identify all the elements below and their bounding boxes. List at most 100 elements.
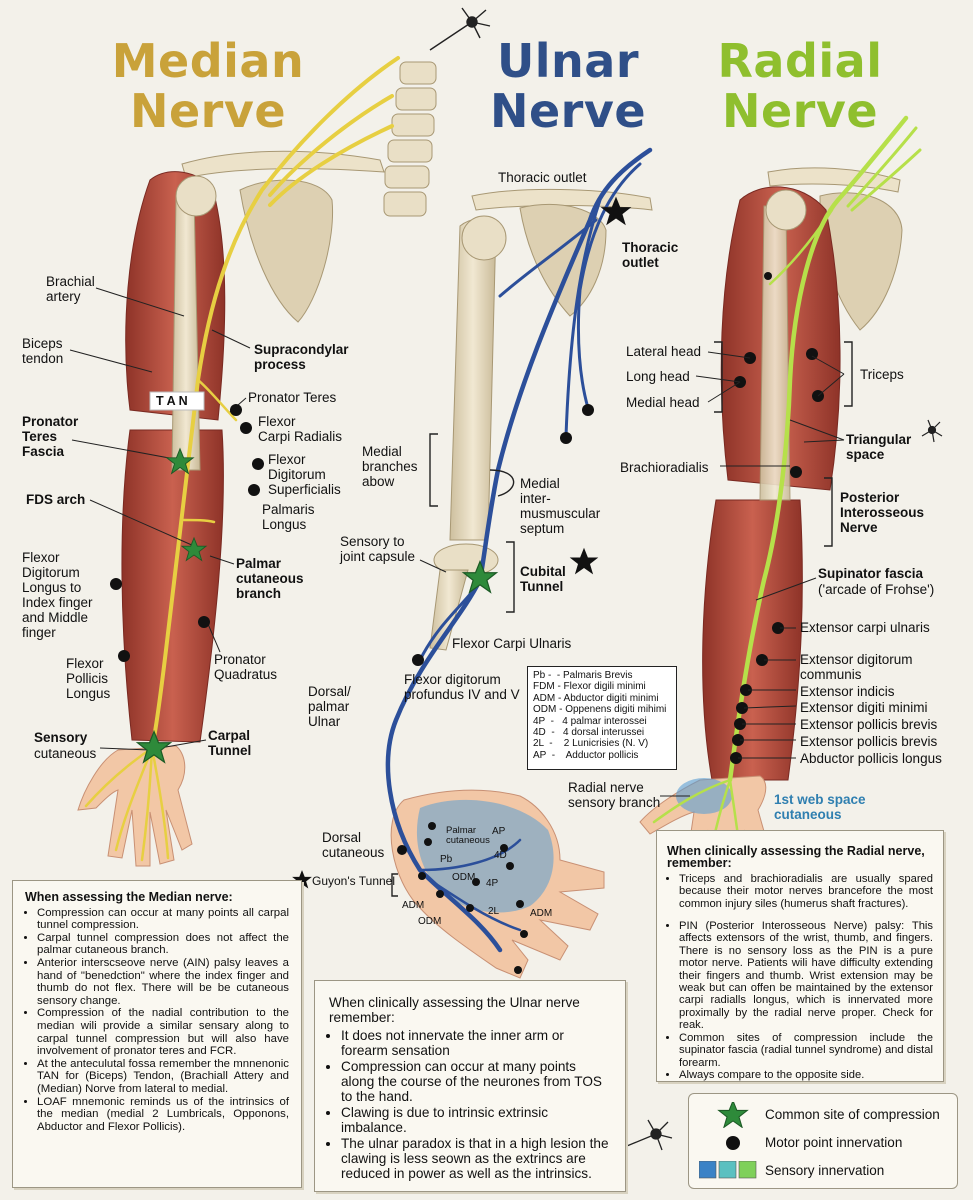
median-motor-points bbox=[110, 404, 264, 662]
median-arm bbox=[69, 7, 491, 867]
label-palmaris-longus: Palmaris Longus bbox=[262, 502, 315, 532]
ulnar-motor-points bbox=[397, 404, 594, 974]
label-fcr: Flexor Carpi Radialis bbox=[258, 414, 343, 444]
list-item: Always compare to the opposite side. bbox=[679, 1069, 933, 1081]
median-note: When assessing the Median nerve: Compres… bbox=[12, 880, 302, 1188]
label-brachial-artery: Brachial artery bbox=[46, 274, 95, 304]
list-item: Carpal tunnel compression does not affec… bbox=[37, 932, 289, 957]
label-dorsal-palmar: Dorsal/ palmar Ulnar bbox=[308, 684, 351, 729]
label-sensory-branch: Radial nerve sensory branch bbox=[568, 780, 661, 810]
ulnar-humerus bbox=[449, 218, 497, 541]
abbr-row: 4D - 4 dorsal interussei bbox=[533, 727, 645, 739]
label-tan: T A N bbox=[156, 394, 188, 408]
hand-label-4d: 4D bbox=[494, 850, 507, 861]
list-item: LOAF mnemonic reminds us of the intrinsi… bbox=[37, 1096, 289, 1134]
list-item: Compression can occur at many points alo… bbox=[341, 1059, 611, 1105]
abbr-row: ADM - Abductor digiti minimi bbox=[533, 692, 659, 704]
median-tan-box bbox=[149, 391, 205, 411]
label-long-head: Long head bbox=[626, 369, 690, 384]
label-ecu: Extensor carpi ulnaris bbox=[800, 620, 930, 635]
label-edc: Extensor digitorum communis bbox=[800, 652, 913, 682]
legend-row-sensory: Sensory innervation bbox=[689, 1158, 957, 1184]
abbr-row: ODM - Oppenens digiti mihimi bbox=[533, 704, 667, 716]
radial-nerve-path bbox=[652, 115, 922, 884]
hand-label-odm: ODM bbox=[452, 872, 476, 883]
median-humeral-head bbox=[175, 175, 217, 217]
legend-label-sensory: Sensory innervation bbox=[765, 1163, 885, 1178]
list-item: Compression of the nadial contribution t… bbox=[37, 1007, 289, 1057]
hand-label-pb: Pb bbox=[440, 854, 453, 865]
legend-row-compression: Common site of compression bbox=[689, 1102, 957, 1128]
label-fdp: Flexor digitorum profundus IV and V bbox=[404, 672, 520, 702]
radial-note-heading: When clinically assessing the Radial ner… bbox=[667, 844, 925, 871]
median-hand bbox=[77, 745, 193, 867]
label-apl: Abductor pollicis longus bbox=[800, 751, 942, 766]
label-supinator-fascia: Supinator fascia bbox=[818, 566, 924, 581]
median-title: Median Nerve bbox=[111, 34, 305, 138]
label-supracondylar: Supracondylar process bbox=[254, 342, 349, 372]
ulnar-leaders bbox=[419, 559, 447, 573]
label-thoracic-outlet-top: Thoracic outlet bbox=[498, 170, 587, 185]
hand-label-palmar: Palmar cutaneous bbox=[446, 825, 490, 846]
motor-point-icon bbox=[726, 1136, 740, 1150]
radial-title: Radial Nerve bbox=[717, 34, 883, 138]
list-item: At the anteculutal fossa remember the mn… bbox=[37, 1058, 289, 1096]
label-fcu: Flexor Carpi Ulnaris bbox=[452, 636, 572, 651]
radial-neuron-icon bbox=[921, 419, 943, 443]
median-leaders bbox=[69, 287, 251, 751]
radial-leaders bbox=[660, 351, 845, 797]
abbr-row: FDM - Flexor digili minimi bbox=[533, 681, 646, 693]
list-item: Anterior interscseove nerve (AIN) palsy … bbox=[37, 957, 289, 1007]
list-item: PIN (Posterior Interosseous Nerve) palsy… bbox=[679, 920, 933, 1032]
ulnar-note: When clinically assessing the Ulnar nerv… bbox=[314, 980, 626, 1192]
abbr-row: AP - Adductor pollicis bbox=[533, 749, 639, 761]
label-sensory-joint: Sensory to joint capsule bbox=[340, 534, 416, 564]
label-guyons-tunnel: Guyon's Tunnel bbox=[312, 874, 396, 888]
hand-label-adm2: ADM bbox=[530, 908, 553, 919]
label-pronator-teres-fascia: Pronator Teres Fascia bbox=[22, 414, 79, 459]
label-sensory: Sensory bbox=[34, 730, 88, 745]
abbr-row: 4P - 4 palmar interossei bbox=[533, 715, 647, 727]
hand-label-2l: 2L bbox=[488, 906, 500, 917]
median-neuron-icon bbox=[429, 7, 491, 51]
label-fpl: Flexor Pollicis Longus bbox=[66, 656, 111, 701]
label-medial-head: Medial head bbox=[626, 395, 700, 410]
legend-label-motor: Motor point innervation bbox=[765, 1135, 903, 1150]
label-palmar-cutaneous: Palmar cutaneous branch bbox=[236, 556, 304, 601]
list-item: Triceps and brachioradialis are usually … bbox=[679, 873, 933, 910]
compression-star-icon bbox=[718, 1102, 748, 1128]
label-edm: Extensor digiti minimi bbox=[800, 700, 928, 715]
ulnar-humeral-head bbox=[461, 215, 507, 261]
label-biceps-tendon: Biceps tendon bbox=[22, 336, 64, 366]
legend: Common site of compression Motor point i… bbox=[688, 1093, 958, 1189]
radial-humeral-head bbox=[765, 189, 807, 231]
ulnar-note-neuron-icon bbox=[621, 1119, 673, 1151]
label-medial-septum: Medial inter- musmuscular septum bbox=[520, 476, 601, 536]
abbr-row: 2L - 2 Lunicrisies (N. V) bbox=[533, 738, 649, 750]
ulnar-note-list: It does not innervate the inner arm or f… bbox=[329, 1028, 611, 1182]
hand-label-4p: 4P bbox=[486, 878, 499, 889]
label-pronator-teres: Pronator Teres bbox=[248, 390, 337, 405]
hand-label-odm2: ODM bbox=[418, 916, 442, 927]
label-triangular-space: Triangular space bbox=[846, 432, 912, 462]
list-item: It does not innervate the inner arm or f… bbox=[341, 1028, 611, 1059]
abbr-row: Pb - - Palmaris Brevis bbox=[533, 670, 633, 681]
ulnar-title: Ulnar Nerve bbox=[489, 34, 647, 138]
label-arcade: ('arcade of Frohse') bbox=[818, 582, 935, 597]
ulnar-note-heading: When clinically assessing the Ulnar nerv… bbox=[329, 995, 580, 1026]
label-fdl: Flexor Digitorum Longus to Index finger … bbox=[22, 550, 93, 640]
ulnar-sensory-area bbox=[416, 799, 554, 913]
legend-row-motor: Motor point innervation bbox=[689, 1130, 957, 1156]
median-note-heading: When assessing the Median nerve: bbox=[25, 890, 233, 904]
radial-brackets bbox=[714, 341, 853, 547]
label-brachioradialis: Brachioradialis bbox=[620, 460, 709, 475]
list-item: Compression can occur at many points all… bbox=[37, 907, 289, 932]
label-fds: Flexor Digitorum Superficialis bbox=[268, 452, 341, 497]
hand-label-adm: ADM bbox=[402, 900, 425, 911]
label-cubital-tunnel: Cubital Tunnel bbox=[520, 564, 566, 594]
radial-note-list: Triceps and brachioradialis are usually … bbox=[667, 873, 933, 1082]
label-pronator-quadratus: Pronator Quadratus bbox=[214, 652, 278, 682]
ulnar-brackets bbox=[391, 433, 515, 897]
ulnar-arm bbox=[292, 147, 653, 979]
